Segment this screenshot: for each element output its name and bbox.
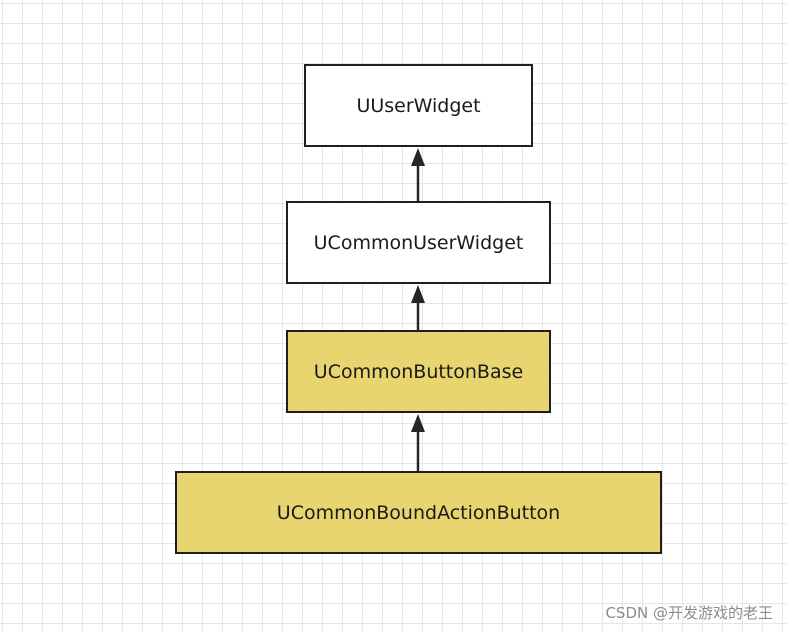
arrow-ucommonuserwidget-to-uuserwidget [411,148,425,201]
node-ucommonboundactionbutton: UCommonBoundActionButton [175,471,662,554]
node-label: UCommonBoundActionButton [276,501,561,524]
node-label: UCommonUserWidget [313,231,524,254]
node-label: UCommonButtonBase [313,360,524,383]
node-ucommonuserwidget: UCommonUserWidget [286,201,551,284]
arrow-ucommonbuttonbase-to-ucommonuserwidget [411,285,425,330]
node-uuserwidget: UUserWidget [304,64,533,147]
watermark: CSDN @开发游戏的老王 [605,604,773,622]
arrow-ucommonboundactionbutton-to-ucommonbuttonbase [411,414,425,471]
node-label: UUserWidget [356,94,481,117]
node-ucommonbuttonbase: UCommonButtonBase [286,330,551,413]
